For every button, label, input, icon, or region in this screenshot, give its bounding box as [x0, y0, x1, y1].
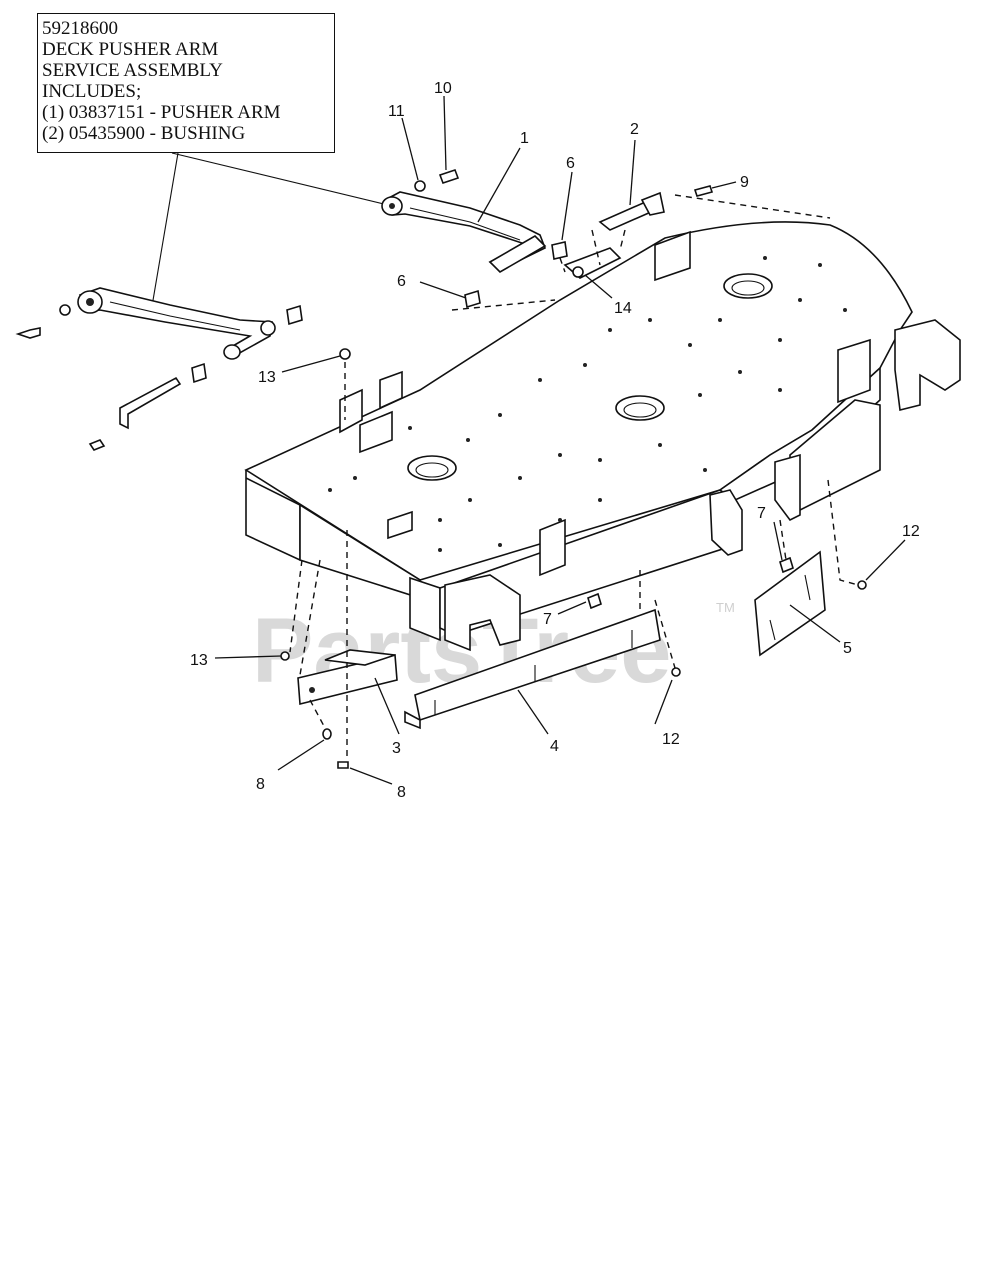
mower-deck — [244, 221, 961, 652]
service-bushing-2 — [191, 362, 207, 384]
spindle-opening-left — [407, 455, 457, 481]
baffle-4 — [404, 608, 661, 730]
bolt-10 — [438, 168, 460, 185]
baffle-5 — [754, 550, 826, 657]
service-nut — [59, 304, 71, 316]
front-mount-bracket-right — [709, 489, 743, 556]
info-line-part-number: 59218600 — [42, 18, 118, 39]
bushing-6-lower — [464, 289, 481, 309]
nut-13-lower — [280, 651, 290, 661]
callout-6-lower: 6 — [397, 273, 406, 290]
bushing-6-upper — [551, 241, 568, 260]
baffle-3 — [297, 649, 398, 706]
spindle-opening-center — [615, 395, 665, 421]
deck-right-skirt — [718, 366, 881, 501]
spindle-opening-right — [723, 273, 773, 299]
deck-tab-right-rear — [654, 230, 691, 282]
deck-front-bracket-left — [409, 576, 441, 642]
callout-12-center: 12 — [662, 731, 680, 748]
nut-14 — [572, 266, 584, 278]
callout-12-right: 12 — [902, 523, 920, 540]
deck-tab-front-left — [387, 510, 413, 540]
screw-7-center — [587, 592, 602, 610]
service-bolt — [15, 327, 41, 339]
callout-7-center: 7 — [543, 611, 552, 628]
deck-tab-front-center — [539, 518, 566, 577]
screw-8-left — [322, 728, 332, 740]
infobox-leader-lower — [149, 152, 179, 319]
callout-14: 14 — [614, 300, 632, 317]
info-line-bushing: (2) 05435900 - BUSHING — [42, 123, 246, 144]
callout-11: 11 — [388, 103, 405, 120]
screw-7-right — [779, 556, 794, 574]
service-arm-body — [78, 287, 273, 356]
callout-5: 5 — [843, 640, 852, 657]
callout-1: 1 — [520, 130, 529, 147]
nut-11 — [414, 180, 426, 192]
callout-4: 4 — [550, 738, 559, 755]
nut-12-right — [857, 580, 867, 590]
callout-7-right: 7 — [757, 505, 766, 522]
callout-13-upper: 13 — [258, 369, 276, 386]
deck-tab-left-mid — [379, 370, 403, 410]
callout-3: 3 — [392, 740, 401, 757]
screw-8-right — [337, 761, 349, 769]
service-screw — [88, 439, 106, 451]
pusher-arm-upper — [381, 191, 547, 273]
nut-12-center — [671, 667, 681, 677]
callout-6-upper: 6 — [566, 155, 575, 172]
assembly-info-box: 59218600 DECK PUSHER ARM SERVICE ASSEMBL… — [37, 13, 335, 153]
front-mount-bracket-left — [444, 574, 521, 652]
service-pin — [119, 376, 182, 430]
deck-top-surface — [244, 221, 913, 581]
info-line-includes: INCLUDES; — [42, 81, 142, 102]
nut-13-upper — [339, 348, 351, 360]
callout-2: 2 — [630, 121, 639, 138]
watermark-trademark: TM — [716, 600, 735, 615]
info-line-service-assembly: SERVICE ASSEMBLY — [42, 60, 223, 81]
service-bushing-1 — [286, 304, 303, 326]
callout-13-lower: 13 — [190, 652, 208, 669]
infobox-leader-upper — [171, 152, 389, 206]
callout-8-left: 8 — [256, 776, 265, 793]
right-mount-bracket-upper — [894, 319, 961, 411]
deck-holes — [328, 256, 847, 552]
callout-leaders — [214, 95, 906, 785]
callout-9: 9 — [740, 174, 749, 191]
service-arm-end-eye — [223, 344, 241, 360]
callout-8-right: 8 — [397, 784, 406, 801]
screw-9 — [693, 185, 714, 197]
baffle-4-plate — [414, 608, 661, 722]
info-line-pusher-arm: (1) 03837151 - PUSHER ARM — [42, 102, 281, 123]
pusher-arm-service — [15, 287, 303, 451]
deck-tab-left-front — [359, 410, 393, 454]
pusher-arm-crossbar — [488, 235, 547, 273]
callout-10: 10 — [434, 80, 452, 97]
deck-tab-right-front — [837, 338, 871, 404]
right-mount-bracket-lower — [774, 453, 801, 522]
info-line-assembly-name: DECK PUSHER ARM — [42, 39, 219, 60]
alignment-lines — [289, 194, 859, 760]
